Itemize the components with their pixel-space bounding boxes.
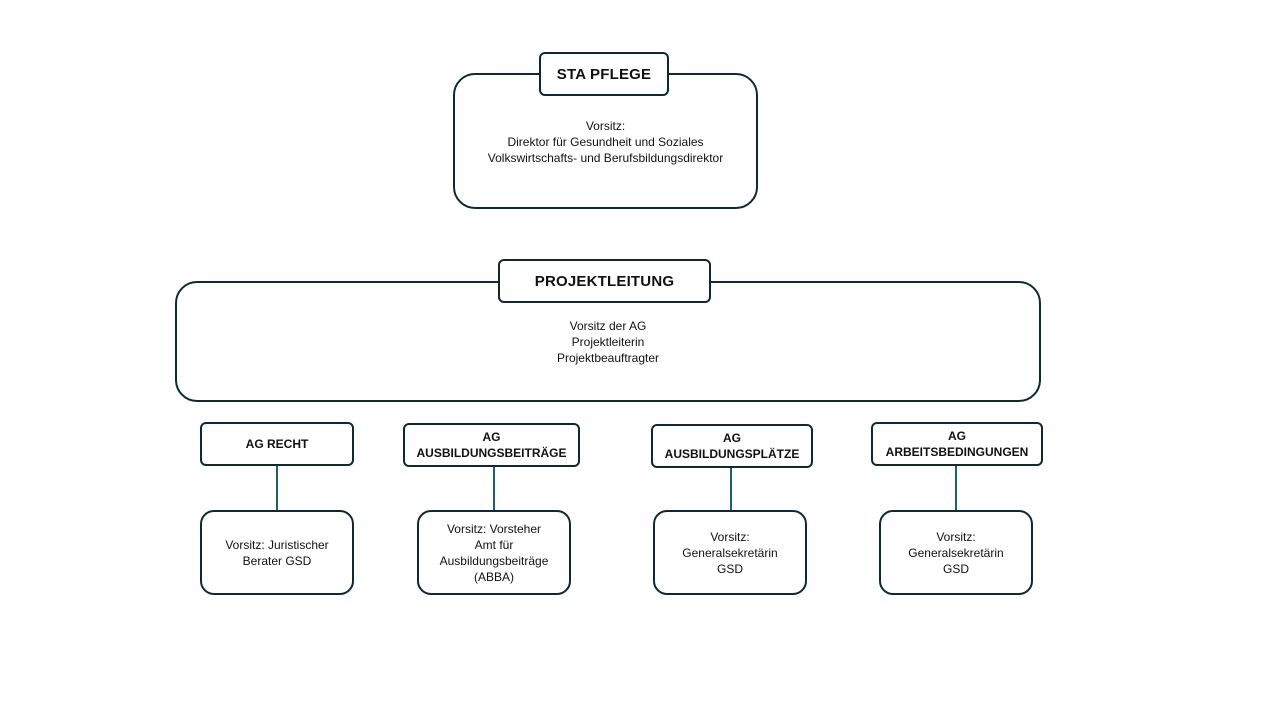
ag-chair-line: GSD (716, 561, 743, 576)
ag-title-line: ARBEITSBEDINGUNGEN (885, 445, 1029, 459)
ag-chair-line: Vorsitz: Vorsteher (446, 521, 542, 536)
ag-ausbildungsplaetze-title: AG AUSBILDUNGSPLÄTZE (651, 424, 813, 468)
projektleitung-line: Projektbeauftragter (556, 351, 660, 365)
ag-chair-line: GSD (942, 561, 969, 576)
ag-ausbildungsbeitraege-title: AG AUSBILDUNGSBEITRÄGE (403, 423, 580, 467)
ag-chair-line: Vorsitz: (710, 529, 750, 544)
ag-chair-line: Vorsitz: (936, 529, 976, 544)
sta-pflege-chair: Vorsitz: Direktor für Gesundheit und Soz… (453, 118, 758, 166)
ag-recht-connector (276, 466, 278, 510)
ag-title-line: AG (722, 431, 741, 445)
ag-chair-line: Generalsekretärin (908, 545, 1004, 560)
ag-arbeitsbedingungen-title: AG ARBEITSBEDINGUNGEN (871, 422, 1043, 466)
ag-recht-chair-box: Vorsitz: Juristischer Berater GSD (200, 510, 354, 595)
ag-ausbildungsbeitraege-chair-box: Vorsitz: Vorsteher Amt für Ausbildungsbe… (417, 510, 571, 595)
ag-chair-line: Amt für (474, 537, 514, 552)
ag-title-line: AG (948, 429, 966, 443)
ag-arbeitsbedingungen-chair-box: Vorsitz: Generalsekretärin GSD (879, 510, 1033, 595)
ag-chair-line: (ABBA) (473, 569, 514, 584)
sta-chair-line: Direktor für Gesundheit und Soziales (507, 135, 704, 149)
projektleitung-members: Vorsitz der AG Projektleiterin Projektbe… (175, 318, 1041, 366)
ag-recht-title: AG RECHT (200, 422, 354, 466)
ag-ausbildungsbeitraege-connector (493, 467, 495, 510)
projektleitung-line: Projektleiterin (571, 335, 645, 349)
ag-chair-line: Vorsitz: Juristischer (225, 537, 329, 552)
ag-chair-line: Generalsekretärin (682, 545, 778, 560)
projektleitung-title: PROJEKTLEITUNG (498, 259, 711, 303)
sta-chair-line: Volkswirtschafts- und Berufsbildungsdire… (487, 151, 724, 165)
ag-title-line: AUSBILDUNGSBEITRÄGE (416, 446, 567, 460)
ag-title-line: AG (482, 430, 501, 444)
projektleitung-line: Vorsitz der AG (569, 319, 647, 333)
sta-pflege-title: STA PFLEGE (539, 52, 669, 96)
ag-chair-line: Ausbildungsbeiträge (439, 553, 549, 568)
ag-arbeitsbedingungen-connector (955, 466, 957, 510)
sta-chair-line: Vorsitz: (585, 119, 626, 133)
ag-ausbildungsplaetze-chair-box: Vorsitz: Generalsekretärin GSD (653, 510, 807, 595)
ag-title-line: AG RECHT (245, 437, 309, 451)
ag-ausbildungsplaetze-connector (730, 468, 732, 510)
ag-title-line: AUSBILDUNGSPLÄTZE (664, 447, 800, 461)
ag-chair-line: Berater GSD (242, 553, 312, 568)
